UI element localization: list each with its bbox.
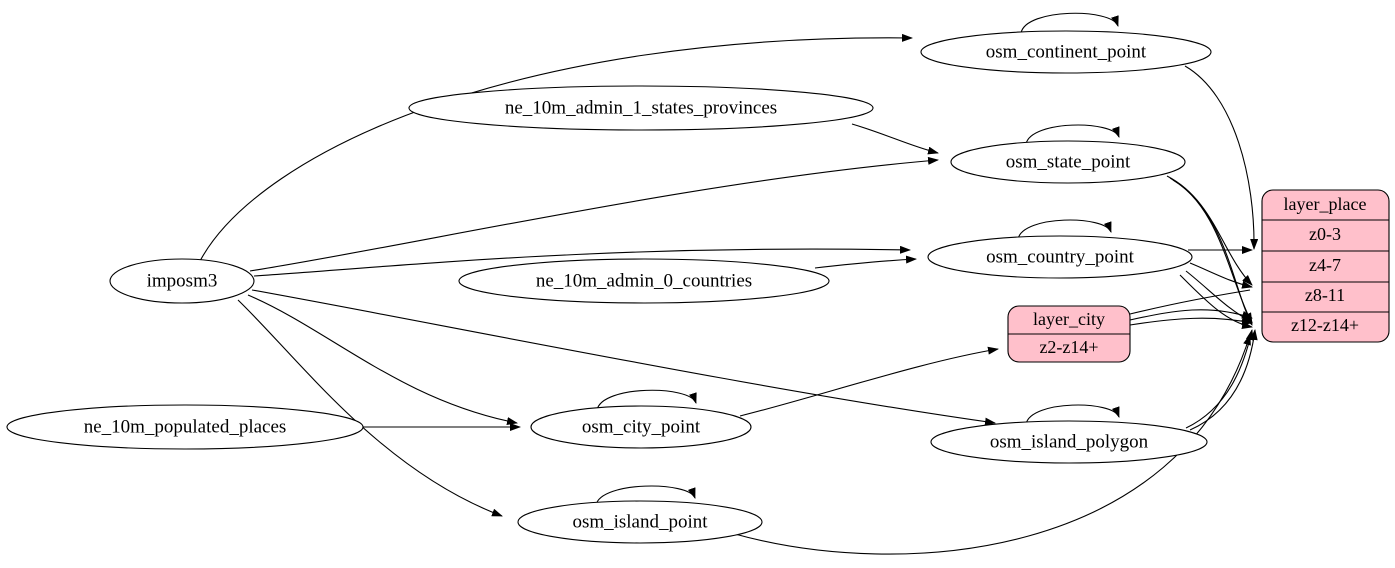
edge-osm_continent_point-to-layer_place-z0-3 (1184, 65, 1259, 250)
record-node-layer_place[interactable]: layer_place z0-3 z4-7 z8-11 z12-z14+ (1261, 189, 1390, 343)
node-label-ne_10m_admin_1_states_provinces: ne_10m_admin_1_states_provinces (505, 97, 777, 118)
record-node-layer: layer_place z0-3 z4-7 z8-11 z12-z14+ lay… (1007, 189, 1390, 363)
edge-osm_island_polygon-to-layer_place-z8-11 (1189, 329, 1258, 431)
node-osm_continent_point[interactable]: osm_continent_point (920, 30, 1212, 74)
edge-layer_city-to-layer_place-z12-z14+ (1129, 317, 1253, 326)
node-label-ne_10m_admin_0_countries: ne_10m_admin_0_countries (536, 270, 752, 291)
edge-osm_country_point-to-layer_place-z12-z14+ (1179, 274, 1253, 330)
node-label-osm_continent_point: osm_continent_point (986, 41, 1147, 62)
node-label-osm_country_point: osm_country_point (986, 246, 1134, 267)
node-imposm3[interactable]: imposm3 (109, 258, 255, 304)
edge-layer_city-to-layer_place-z8-11 (1129, 309, 1253, 321)
record-row-layer_place-z8-11[interactable]: z8-11 (1305, 285, 1345, 305)
edge-layer (199, 12, 1259, 555)
node-label-osm_island_point: osm_island_point (572, 511, 708, 532)
node-ne_10m_admin_0_countries[interactable]: ne_10m_admin_0_countries (458, 258, 830, 304)
edge-imposm3-to-osm_island_polygon (251, 289, 996, 426)
node-osm_city_point[interactable]: osm_city_point (530, 405, 752, 449)
record-row-layer_place-z4-7[interactable]: z4-7 (1309, 255, 1341, 275)
edge-ne_10m_admin_0_countries-to-osm_country_point (814, 255, 917, 269)
edge-imposm3-to-osm_state_point (249, 156, 939, 272)
node-label-osm_city_point: osm_city_point (582, 416, 701, 437)
node-ne_10m_admin_1_states_provinces[interactable]: ne_10m_admin_1_states_provinces (408, 85, 874, 131)
record-row-layer_place-z12-z14plus[interactable]: z12-z14+ (1291, 315, 1359, 335)
edge-osm_island_point-to-layer_place-z12-z14+ (734, 334, 1251, 555)
edge-imposm3-to-osm_country_point (253, 245, 911, 277)
node-label-ne_10m_populated_places: ne_10m_populated_places (84, 416, 287, 437)
node-osm_country_point[interactable]: osm_country_point (927, 235, 1193, 279)
selfloop-osm_country_point (1017, 219, 1112, 240)
edge-osm_city_point-to-layer_city-z2-z14+ (739, 346, 999, 417)
selfloop-osm_continent_point (1020, 12, 1119, 34)
selfloop-osm_island_polygon (1025, 404, 1120, 425)
node-osm_state_point[interactable]: osm_state_point (950, 140, 1186, 184)
selfloop-osm_state_point (1025, 124, 1120, 145)
selfloop-osm_city_point (596, 389, 697, 411)
node-label-osm_island_polygon: osm_island_polygon (990, 431, 1149, 452)
record-row-layer_city-title: layer_city (1033, 309, 1105, 329)
selfloop-osm_island_point (595, 485, 696, 506)
edge-osm_country_point-to-layer_place-z4-7 (1189, 262, 1253, 289)
edge-layer_city-to-layer_place-alt1 (1129, 289, 1251, 315)
node-label-osm_state_point: osm_state_point (1006, 151, 1131, 172)
record-row-layer_place-z0-3[interactable]: z0-3 (1309, 224, 1341, 244)
record-node-layer_city[interactable]: layer_city z2-z14+ (1007, 305, 1131, 363)
node-osm_island_polygon[interactable]: osm_island_polygon (930, 420, 1208, 464)
node-ne_10m_populated_places[interactable]: ne_10m_populated_places (6, 404, 364, 450)
node-osm_island_point[interactable]: osm_island_point (517, 500, 763, 544)
edge-imposm3-to-osm_city_point (247, 294, 518, 425)
record-row-layer_city-z2-z14plus[interactable]: z2-z14+ (1039, 337, 1098, 357)
node-label-imposm3: imposm3 (147, 270, 218, 291)
edge-imposm3-to-osm_island_point (237, 299, 503, 517)
record-row-layer_place-title: layer_place (1284, 194, 1367, 214)
node-layer: imposm3 ne_10m_admin_1_states_provinces … (6, 30, 1212, 544)
edge-ne_10m_admin_1_states_provinces-to-osm_state_point (851, 123, 939, 155)
